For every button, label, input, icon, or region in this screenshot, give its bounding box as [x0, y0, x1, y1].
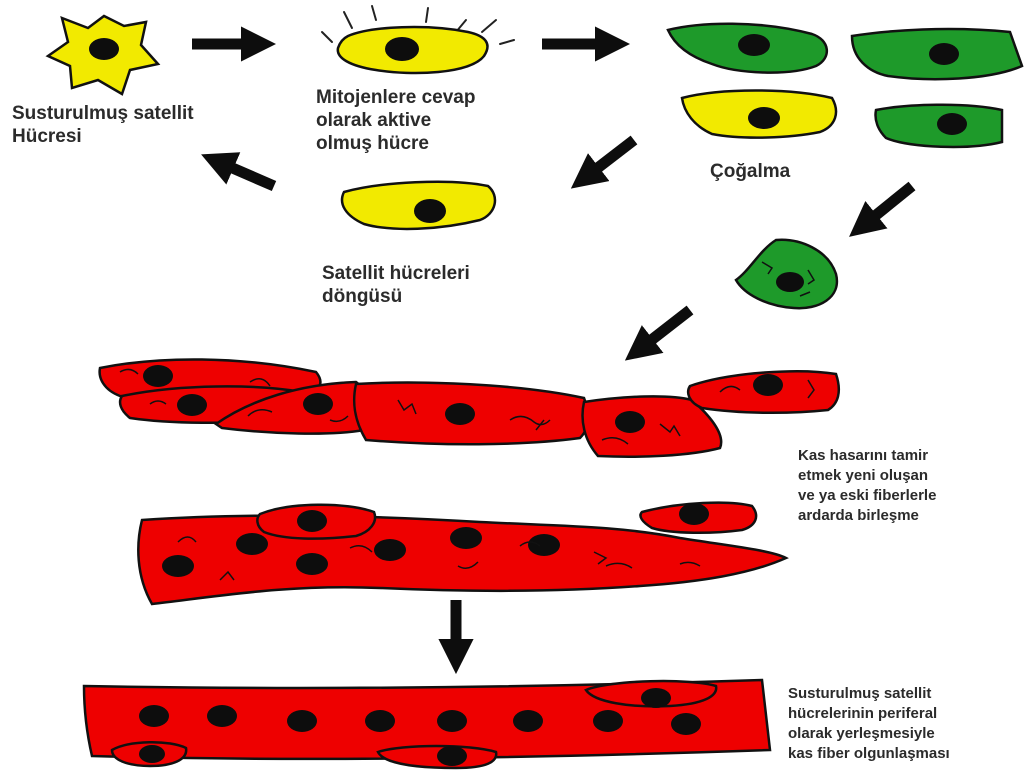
nucleus: [528, 534, 560, 556]
nucleus: [365, 710, 395, 732]
activated-cell: [338, 27, 488, 73]
nucleus: [296, 553, 328, 575]
nucleus: [450, 527, 482, 549]
label-satellite-cycle: Satellit hücreleri döngüsü: [322, 262, 470, 308]
arrow-proliferation-to-differentiation: [860, 186, 912, 228]
free-myoblast: [640, 503, 756, 533]
satellite-cell-on-fiber: [257, 505, 375, 539]
nucleus: [738, 34, 770, 56]
peripheral-satellite-cell-2: [378, 746, 496, 768]
label-activated-cell: Mitojenlere cevap olarak aktive olmuş hü…: [316, 86, 475, 155]
nucleus: [679, 503, 709, 525]
nucleus: [513, 710, 543, 732]
nucleus: [162, 555, 194, 577]
nucleus: [303, 393, 333, 415]
nucleus: [177, 394, 207, 416]
arrow-differentiation-to-fusion: [636, 310, 690, 352]
label-quiescent-cell: Susturulmuş satellit Hücresi: [12, 102, 194, 148]
nucleus: [753, 374, 783, 396]
quiescent-satellite-cell: [48, 16, 158, 94]
nucleus: [385, 37, 419, 61]
nucleus: [207, 705, 237, 727]
label-fusion-repair: Kas hasarını tamir etmek yeni oluşan ve …: [798, 446, 936, 526]
nucleus: [929, 43, 959, 65]
nucleus: [776, 272, 804, 292]
nucleus: [139, 745, 165, 763]
proliferating-cell-green-1: [668, 24, 827, 73]
nucleus: [89, 38, 119, 60]
nucleus: [445, 403, 475, 425]
proliferating-cell-yellow: [682, 91, 836, 138]
returning-satellite-cell: [342, 182, 495, 229]
differentiating-cell: [736, 240, 837, 308]
nucleus: [671, 713, 701, 735]
nucleus: [374, 539, 406, 561]
nucleus: [437, 746, 467, 766]
nucleus: [414, 199, 446, 223]
nucleus: [143, 365, 173, 387]
nucleus: [593, 710, 623, 732]
nucleus: [615, 411, 645, 433]
nucleus: [748, 107, 780, 129]
proliferating-cell-green-2: [852, 29, 1022, 79]
arrow-proliferation-to-cycle: [582, 140, 634, 180]
label-proliferation: Çoğalma: [710, 160, 790, 183]
label-fiber-maturation: Susturulmuş satellit hücrelerinin perife…: [788, 684, 950, 764]
nucleus: [236, 533, 268, 555]
peripheral-satellite-cell-1: [112, 742, 186, 766]
muscle-fiber-fragment-6: [688, 371, 839, 412]
nucleus: [297, 510, 327, 532]
nucleus: [641, 688, 671, 708]
nucleus: [437, 710, 467, 732]
nucleus: [287, 710, 317, 732]
nucleus: [139, 705, 169, 727]
muscle-fiber-fragment-4: [354, 383, 588, 445]
arrow-cycle-to-quiescent: [214, 160, 274, 186]
proliferating-cell-green-3: [875, 105, 1002, 147]
nucleus: [937, 113, 967, 135]
